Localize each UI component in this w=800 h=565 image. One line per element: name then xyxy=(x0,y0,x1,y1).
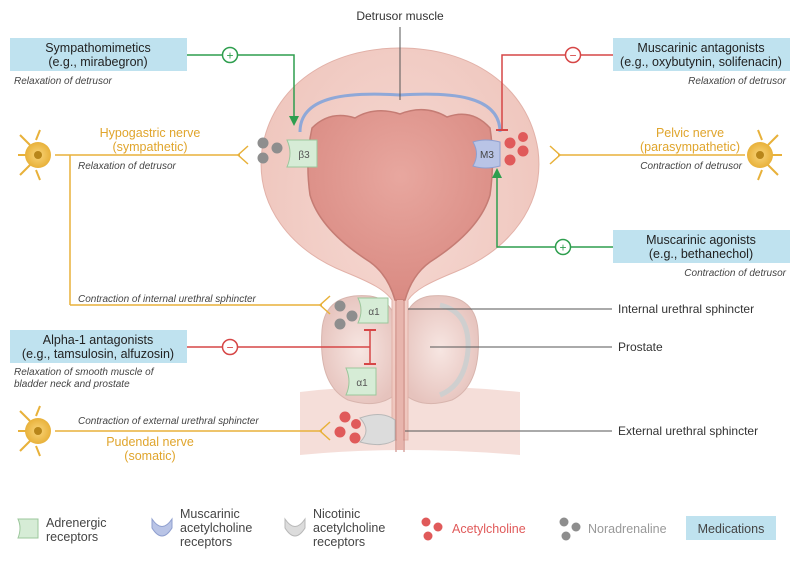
svg-text:(e.g., tamsulosin, alfuzosin): (e.g., tamsulosin, alfuzosin) xyxy=(22,347,174,361)
minus-icon: − xyxy=(226,341,233,355)
pudendal-nerve-type: (somatic) xyxy=(124,449,175,463)
medication-box-musc-antagonists: Muscarinic antagonists (e.g., oxybutynin… xyxy=(613,38,790,71)
neuron-icon-pelvic xyxy=(747,129,782,181)
legend-adrenergic: Adrenergic receptors xyxy=(17,516,106,544)
neuron-icon-hypogastric xyxy=(18,129,51,181)
svg-text:Muscarinic: Muscarinic xyxy=(180,507,240,521)
m3-receptor: M3 xyxy=(472,139,501,169)
sympathomimetics-effect: Relaxation of detrusor xyxy=(14,76,113,87)
neuron-icon-pudendal xyxy=(18,405,51,457)
legend-nicotinic: Nicotinic acetylcholine receptors xyxy=(284,507,385,549)
legend-medications: Medications xyxy=(686,516,776,540)
svg-text:receptors: receptors xyxy=(180,535,232,549)
svg-text:receptors: receptors xyxy=(313,535,365,549)
svg-text:Nicotinic: Nicotinic xyxy=(313,507,360,521)
svg-text:α1: α1 xyxy=(356,378,368,389)
urethra xyxy=(395,300,405,452)
svg-text:acetylcholine: acetylcholine xyxy=(180,521,252,535)
legend: Adrenergic receptors Muscarinic acetylch… xyxy=(17,507,776,549)
alpha1-receptor-bottom: α1 xyxy=(345,367,377,396)
plus-icon: + xyxy=(559,241,566,255)
svg-text:α1: α1 xyxy=(368,307,380,318)
hypogastric-effect-sphincter: Contraction of internal urethral sphinct… xyxy=(78,294,257,305)
plus-icon: + xyxy=(226,49,233,63)
minus-icon: − xyxy=(569,49,576,63)
svg-text:M3: M3 xyxy=(480,150,494,161)
svg-text:(e.g., bethanechol): (e.g., bethanechol) xyxy=(649,247,753,261)
legend-muscarinic: Muscarinic acetylcholine receptors xyxy=(151,507,252,549)
legend-acetylcholine: Acetylcholine xyxy=(421,517,526,541)
svg-text:Medications: Medications xyxy=(698,522,765,536)
internal-sphincter-label: Internal urethral sphincter xyxy=(618,302,754,316)
svg-text:receptors: receptors xyxy=(46,530,98,544)
musc-antagonists-effect: Relaxation of detrusor xyxy=(688,76,787,87)
noradrenaline-molecules-mid xyxy=(334,300,358,330)
pelvic-nerve-label: Pelvic nerve xyxy=(656,126,724,140)
musc-agonists-action-line: + xyxy=(492,168,613,256)
noradrenaline-molecules-top xyxy=(257,137,283,164)
legend-noradrenaline: Noradrenaline xyxy=(559,517,667,541)
svg-text:Sympathomimetics: Sympathomimetics xyxy=(45,41,151,55)
svg-text:Muscarinic antagonists: Muscarinic antagonists xyxy=(637,41,764,55)
nerve-pathways xyxy=(55,145,745,441)
acetylcholine-molecules-pelvic xyxy=(504,132,529,166)
detrusor-label: Detrusor muscle xyxy=(356,9,444,23)
svg-text:(e.g., oxybutynin, solifenacin: (e.g., oxybutynin, solifenacin) xyxy=(620,55,782,69)
alpha1-effect-line1: Relaxation of smooth muscle of xyxy=(14,367,155,378)
acetylcholine-molecules-pudendal xyxy=(334,411,361,444)
svg-text:acetylcholine: acetylcholine xyxy=(313,521,385,535)
pelvic-nerve-type: (parasympathetic) xyxy=(640,140,740,154)
bladder-lumen xyxy=(307,108,494,301)
alpha1-effect-line2: bladder neck and prostate xyxy=(14,379,130,390)
beta3-receptor: β3 xyxy=(286,139,318,168)
medication-box-alpha1: Alpha-1 antagonists (e.g., tamsulosin, a… xyxy=(10,330,187,363)
pelvic-effect: Contraction of detrusor xyxy=(640,161,742,172)
svg-text:Noradrenaline: Noradrenaline xyxy=(588,522,667,536)
medication-box-sympathomimetics: Sympathomimetics (e.g., mirabegron) xyxy=(10,38,187,71)
svg-text:Acetylcholine: Acetylcholine xyxy=(452,522,526,536)
medication-box-musc-agonists: Muscarinic agonists (e.g., bethanechol) xyxy=(613,230,790,263)
svg-text:β3: β3 xyxy=(298,150,310,161)
hypogastric-nerve-label: Hypogastric nerve xyxy=(100,126,201,140)
hypogastric-nerve-type: (sympathetic) xyxy=(112,140,187,154)
sympathomimetics-action-line: + xyxy=(187,46,299,126)
alpha1-receptor-top: α1 xyxy=(357,297,389,324)
nicotinic-receptor xyxy=(358,414,396,446)
external-sphincter-label: External urethral sphincter xyxy=(618,424,758,438)
svg-text:Adrenergic: Adrenergic xyxy=(46,516,106,530)
musc-antagonists-action-line: − xyxy=(496,46,613,131)
svg-text:(e.g., mirabegron): (e.g., mirabegron) xyxy=(48,55,147,69)
pudendal-nerve-label: Pudendal nerve xyxy=(106,435,194,449)
hypogastric-effect: Relaxation of detrusor xyxy=(78,161,177,172)
pudendal-effect: Contraction of external urethral sphinct… xyxy=(78,416,259,427)
svg-text:Muscarinic agonists: Muscarinic agonists xyxy=(646,233,756,247)
svg-text:Alpha-1 antagonists: Alpha-1 antagonists xyxy=(43,333,154,347)
prostate-label: Prostate xyxy=(618,340,663,354)
alpha1-action-line: − xyxy=(187,329,376,365)
musc-agonists-effect: Contraction of detrusor xyxy=(684,268,786,279)
